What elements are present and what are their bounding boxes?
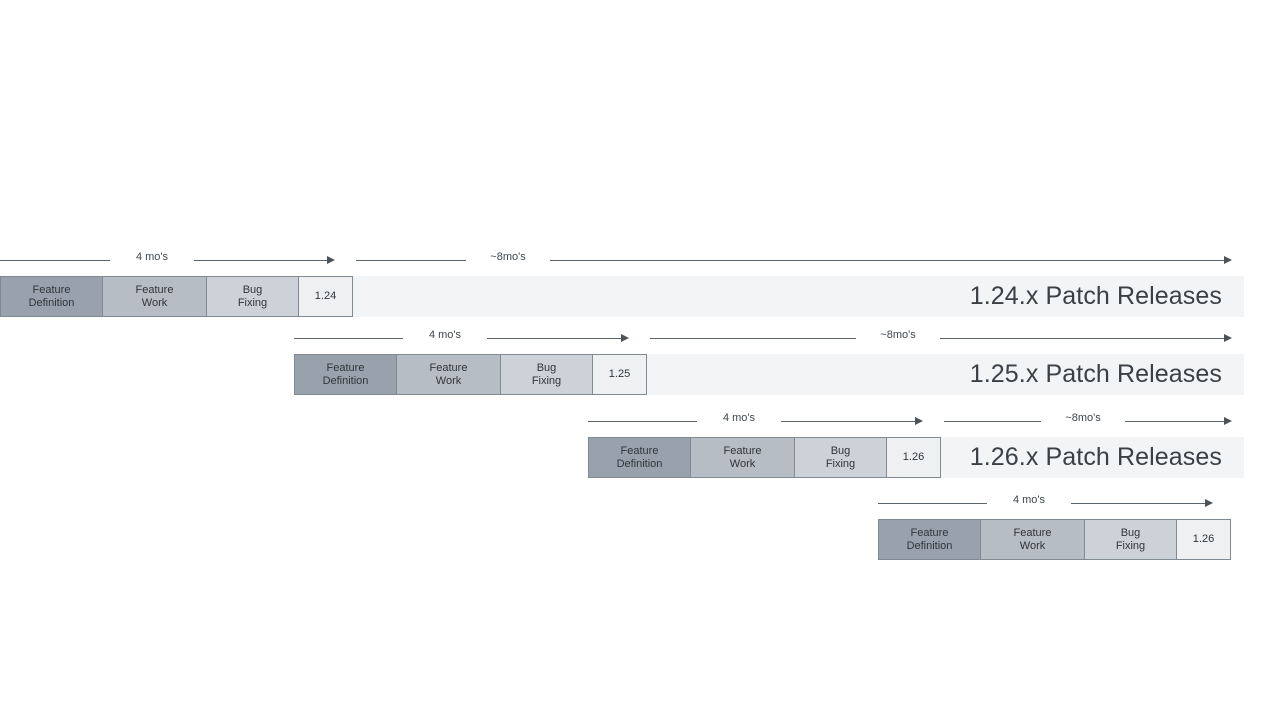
phase-label-line1: Feature [620,444,659,457]
measure-development-release-1-26-next: 4 mo's [0,493,1280,515]
measure-label: ~8mo's [880,329,916,341]
measure-label: ~8mo's [1065,412,1101,424]
phase-label-line2: Fixing [237,296,268,309]
measure-line-left [0,260,110,261]
phase-label-line2: Definition [28,296,75,309]
phase-label-line2: Fixing [1115,539,1146,552]
version-box-label: 1.26 [1192,533,1215,545]
phase-label-line1: Feature [429,361,468,374]
patch-release-label-release-1-25: 1.25.x Patch Releases [969,360,1222,388]
phase-label-line1: Feature [326,361,365,374]
phase-label-line1: Bug [1120,526,1141,539]
measure-label: 4 mo's [135,251,169,263]
measure-line-left [294,338,403,339]
measure-line-left [588,421,697,422]
version-box-label: 1.26 [902,451,925,463]
phase-version-release-1-26[interactable]: 1.26 [886,437,941,478]
measure-line-right [550,260,1224,261]
measure-line-left [356,260,466,261]
arrow-head-icon [621,333,629,342]
measure-line-left [944,421,1041,422]
measure-line-right [940,338,1224,339]
arrow-head-icon [327,255,335,264]
arrow-head-icon [1205,498,1213,507]
measure-line-right [487,338,621,339]
patch-release-label-release-1-24: 1.24.x Patch Releases [969,282,1222,310]
arrow-head-icon [1224,333,1232,342]
phase-label-line2: Definition [616,457,663,470]
phase-version-release-1-24[interactable]: 1.24 [298,276,353,317]
phase-label-line1: Feature [32,283,71,296]
phase-label-line2: Work [729,457,756,470]
measure-label: 4 mo's [1012,494,1046,506]
phase-version-release-1-26-next[interactable]: 1.26 [1176,519,1231,560]
phase-label-line2: Fixing [825,457,856,470]
measure-label: 4 mo's [722,412,756,424]
version-box-label: 1.24 [314,290,337,302]
measure-label: 4 mo's [428,329,462,341]
phase-label-line2: Definition [322,374,369,387]
patch-release-label-release-1-26: 1.26.x Patch Releases [969,443,1222,471]
arrow-head-icon [1224,416,1232,425]
measure-patch-release-1-25: ~8mo's [0,328,1280,350]
arrow-head-icon [915,416,923,425]
measure-line-right [1125,421,1224,422]
phase-label-line1: Bug [242,283,263,296]
arrow-head-icon [1224,255,1232,264]
phase-label-line2: Work [435,374,462,387]
measure-label: ~8mo's [490,251,526,263]
phase-version-release-1-25[interactable]: 1.25 [592,354,647,395]
measure-line-left [650,338,856,339]
measure-development-release-1-24: 4 mo's [0,250,1280,272]
phase-label-line1: Bug [536,361,557,374]
phase-label-line1: Feature [723,444,762,457]
phase-label-line2: Definition [906,539,953,552]
phase-label-line1: Feature [1013,526,1052,539]
measure-line-right [1071,503,1205,504]
measure-line-left [878,503,987,504]
phase-label-line2: Fixing [531,374,562,387]
measure-patch-release-1-24: ~8mo's [0,250,1280,272]
phase-label-line1: Feature [910,526,949,539]
measure-development-release-1-25: 4 mo's [0,328,1280,350]
measure-patch-release-1-26: ~8mo's [0,411,1280,433]
phase-label-line2: Work [141,296,168,309]
phase-label-line1: Feature [135,283,174,296]
measure-line-right [194,260,327,261]
phase-label-line2: Work [1019,539,1046,552]
version-box-label: 1.25 [608,368,631,380]
phase-label-line1: Bug [830,444,851,457]
measure-development-release-1-26: 4 mo's [0,411,1280,433]
measure-line-right [781,421,915,422]
